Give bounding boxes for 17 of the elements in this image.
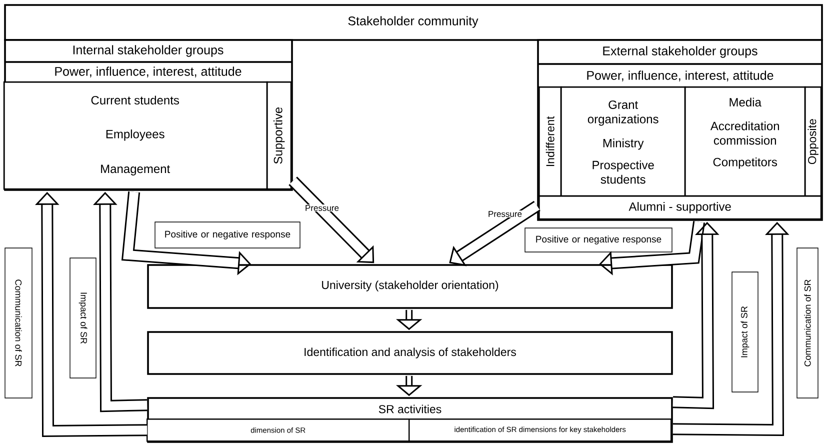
block-arrow [288, 176, 374, 264]
block-arrow [449, 200, 540, 266]
attitude-box: Opposite [804, 86, 822, 197]
edge-label: Pressure [488, 210, 522, 218]
note-box: Positive or negative response [154, 222, 300, 248]
header-box: Stakeholder community [4, 4, 823, 41]
note-box: Communication of SR [4, 248, 32, 398]
edge-label: Pressure [304, 204, 340, 212]
note-box: Positive or negative response [524, 228, 672, 252]
process-box: Identification and analysis of stakeholders [147, 331, 673, 375]
note-box: Impact of SR [732, 272, 758, 392]
block-arrow [599, 221, 706, 276]
process-box: University (stakeholder orientation) [147, 264, 673, 309]
note-box: Impact of SR [70, 258, 96, 378]
attitude-box: Supportive [266, 81, 292, 190]
note-box: Communication of SR [796, 248, 818, 398]
attitude-box: Indifferent [538, 86, 562, 197]
